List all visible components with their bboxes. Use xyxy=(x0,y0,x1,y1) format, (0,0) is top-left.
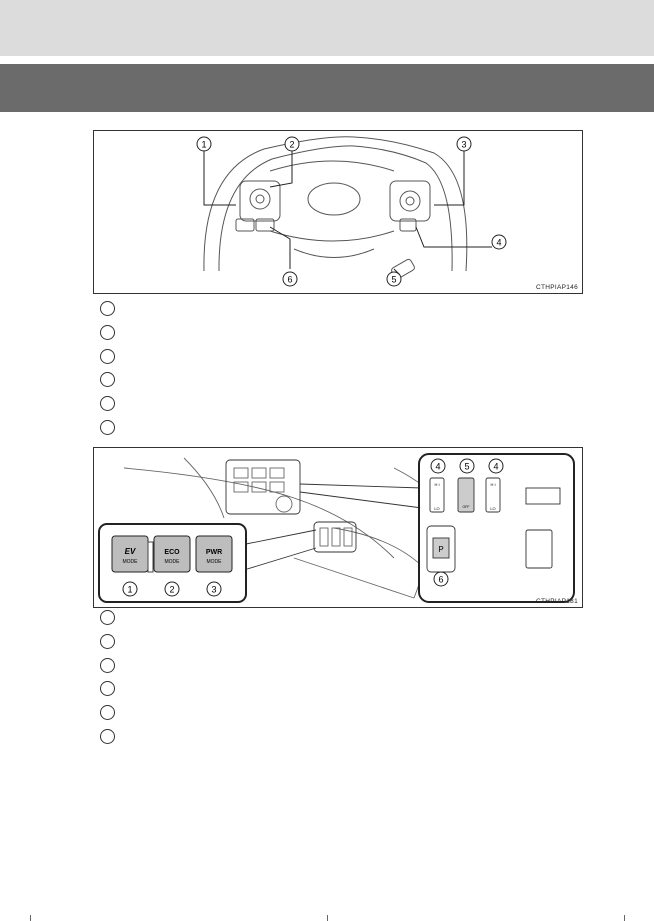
figure2-callouts: 1 2 3 4 5 4 6 xyxy=(122,458,504,597)
callout-6: 6 xyxy=(287,275,292,285)
top-band xyxy=(0,0,654,56)
legend-item xyxy=(100,633,118,652)
steering-wheel-figure: 1 2 3 4 5 6 CTHPIAP146 xyxy=(93,130,583,294)
section-header-band xyxy=(0,64,654,112)
legend-item xyxy=(100,681,118,699)
callout-4: 4 xyxy=(496,238,501,248)
console-illustration: EV MODE ECO MODE PWR MODE H I LO OFF H I… xyxy=(98,453,575,603)
legend-item xyxy=(100,301,118,319)
figure-code: CTHPIAP146 xyxy=(535,284,578,291)
hi-label-right: H I xyxy=(490,482,495,487)
eco-mode-label-bottom: MODE xyxy=(165,559,181,565)
legend-item xyxy=(100,348,118,367)
ev-mode-label-bottom: MODE xyxy=(123,559,139,565)
lo-label-right: LO xyxy=(490,506,495,511)
legend-item xyxy=(100,372,118,390)
legend-item xyxy=(100,728,118,747)
callout-3: 3 xyxy=(461,140,466,150)
parking-switch-label: P xyxy=(438,545,443,554)
legend-item xyxy=(100,324,118,343)
callout-3: 3 xyxy=(211,585,216,595)
callout-4b: 4 xyxy=(493,462,498,472)
figure-code: CTHPIAP181 xyxy=(535,598,578,605)
figure1-callouts: 1 2 3 4 5 6 xyxy=(196,136,507,287)
legend-list-1 xyxy=(100,301,118,444)
callout-4: 4 xyxy=(435,462,440,472)
hi-label-left: H I xyxy=(434,482,439,487)
pwr-mode-label-top: PWR xyxy=(206,549,222,556)
legend-list-2 xyxy=(100,610,118,753)
crop-mark xyxy=(624,915,625,921)
legend-item xyxy=(100,419,118,438)
pwr-mode-label-bottom: MODE xyxy=(207,559,223,565)
crop-mark xyxy=(30,915,31,921)
callout-2: 2 xyxy=(169,585,174,595)
callout-1: 1 xyxy=(127,585,132,595)
legend-item xyxy=(100,657,118,676)
eco-mode-label-top: ECO xyxy=(164,549,180,556)
off-label: OFF xyxy=(463,505,470,509)
ev-mode-label-top: EV xyxy=(125,547,136,556)
callout-5: 5 xyxy=(391,275,396,285)
mode-buttons: EV MODE ECO MODE PWR MODE xyxy=(111,535,233,573)
callout-1: 1 xyxy=(201,140,206,150)
seat-heater-switches xyxy=(426,477,561,573)
steering-wheel-illustration: 1 2 3 4 5 6 xyxy=(196,136,507,287)
callout-2: 2 xyxy=(289,140,294,150)
console-figure: EV MODE ECO MODE PWR MODE H I LO OFF H I… xyxy=(93,447,583,608)
legend-item xyxy=(100,705,118,723)
crop-mark xyxy=(327,915,328,921)
lo-label-left: LO xyxy=(434,506,439,511)
callout-6: 6 xyxy=(438,575,443,585)
legend-item xyxy=(100,610,118,628)
callout-5: 5 xyxy=(464,462,469,472)
legend-item xyxy=(100,396,118,414)
